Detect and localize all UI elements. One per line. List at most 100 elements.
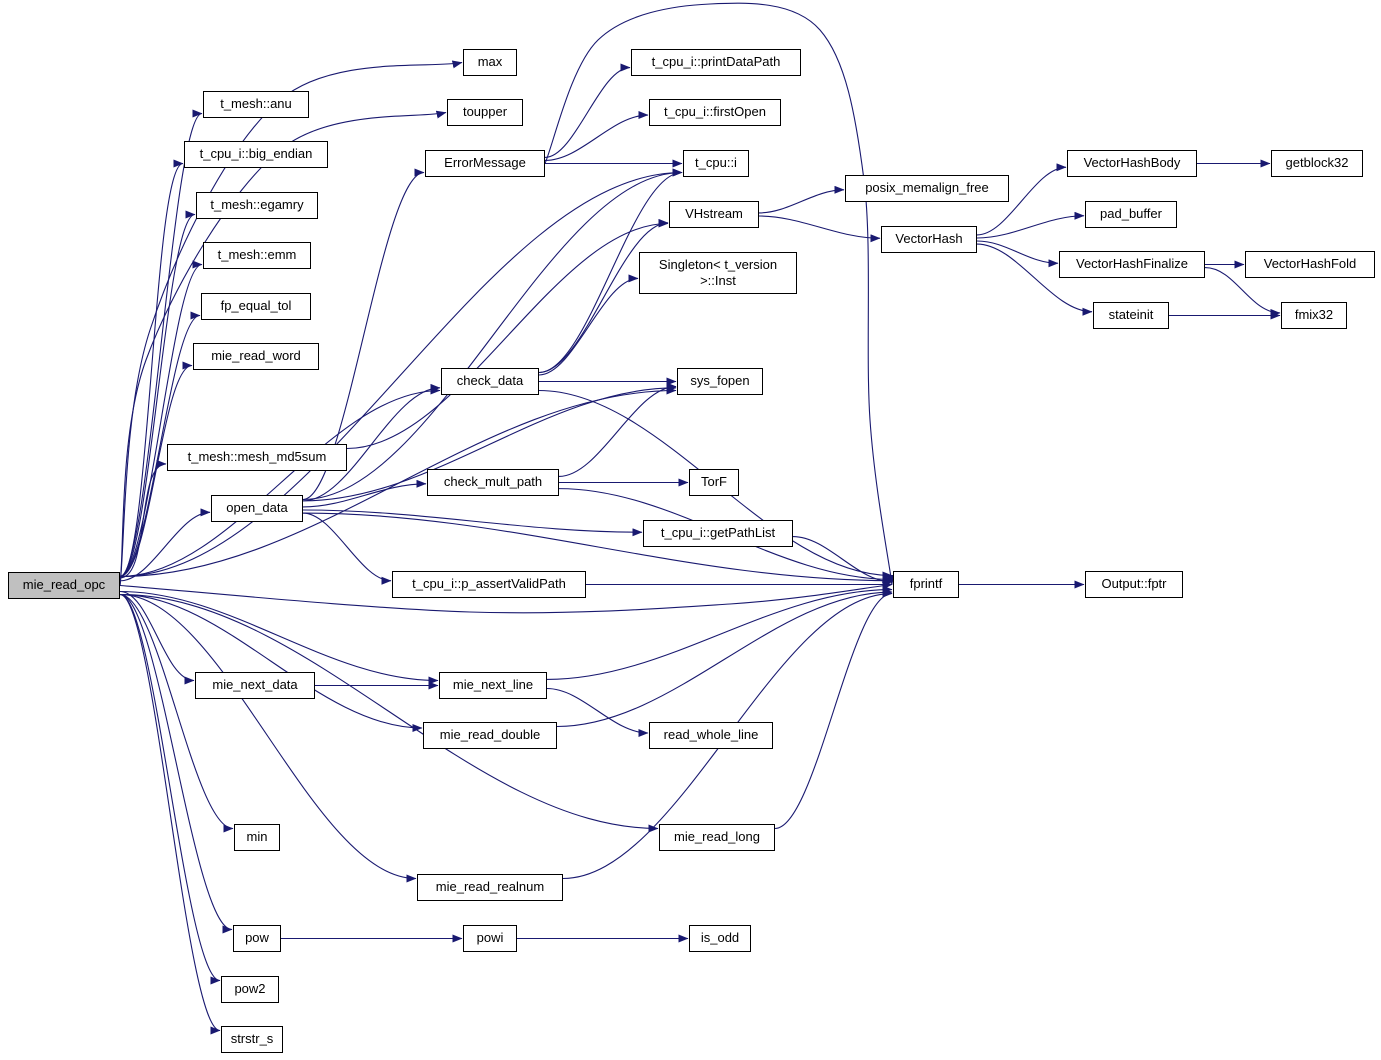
edge-ErrorMessage-to-printDataPath: [544, 63, 631, 158]
graph-node-label: max: [477, 54, 503, 70]
graph-node-read_whole_line[interactable]: read_whole_line: [649, 722, 773, 749]
graph-node-label: pow: [245, 930, 269, 946]
graph-node-label: Singleton< t_version >::Inst: [658, 256, 778, 288]
graph-node-mie_next_data[interactable]: mie_next_data: [195, 672, 315, 699]
graph-node-mie_next_line[interactable]: mie_next_line: [439, 672, 547, 699]
graph-node-label: mie_read_realnum: [435, 879, 545, 895]
graph-node-t_mesh_emm[interactable]: t_mesh::emm: [203, 242, 311, 269]
graph-node-label: fprintf: [909, 576, 943, 592]
graph-node-label: stateinit: [1108, 307, 1154, 323]
edge-mie_read_opc-to-t_mesh_anu: [119, 109, 203, 578]
graph-node-min[interactable]: min: [234, 824, 280, 851]
edge-mie_read_opc-to-fp_equal_tol: [119, 311, 201, 578]
graph-node-label: mie_read_double: [439, 727, 541, 743]
graph-node-label: mie_next_data: [212, 677, 298, 693]
edge-mie_read_opc-to-mie_next_data: [119, 590, 195, 685]
graph-node-mie_read_opc[interactable]: mie_read_opc: [8, 572, 120, 599]
graph-node-strstr_s[interactable]: strstr_s: [221, 1026, 283, 1053]
graph-node-check_mult_path[interactable]: check_mult_path: [427, 469, 559, 496]
edge-mie_read_opc-to-mie_read_long: [119, 593, 659, 833]
graph-node-label: min: [246, 829, 268, 845]
graph-node-t_mesh_egamry[interactable]: t_mesh::egamry: [196, 192, 318, 219]
graph-node-t_cpu_i_big_endian[interactable]: t_cpu_i::big_endian: [184, 141, 328, 168]
graph-node-getPathList[interactable]: t_cpu_i::getPathList: [643, 520, 793, 547]
graph-node-max[interactable]: max: [463, 49, 517, 76]
graph-node-t_cpu_i[interactable]: t_cpu::i: [683, 150, 749, 177]
graph-node-fmix32[interactable]: fmix32: [1281, 302, 1347, 329]
edge-mie_read_opc-to-mie_read_double: [119, 593, 423, 732]
graph-node-TorF[interactable]: TorF: [689, 469, 739, 496]
graph-node-output_fptr[interactable]: Output::fptr: [1085, 571, 1183, 598]
graph-node-sys_fopen[interactable]: sys_fopen: [677, 368, 763, 395]
graph-node-posix_memalign_free[interactable]: posix_memalign_free: [845, 175, 1009, 202]
graph-node-label: fmix32: [1294, 307, 1334, 323]
graph-node-mie_read_double[interactable]: mie_read_double: [423, 722, 557, 749]
graph-node-label: VectorHashFinalize: [1076, 256, 1188, 272]
edge-getPathList-to-fprintf: [792, 536, 893, 586]
graph-node-label: posix_memalign_free: [865, 180, 989, 196]
graph-node-label: mie_read_opc: [22, 577, 106, 593]
edge-mie_read_double-to-fprintf: [556, 588, 893, 728]
graph-node-mie_read_long[interactable]: mie_read_long: [659, 824, 775, 851]
edge-mie_read_opc-to-t_cpu_i_big_endian: [119, 159, 184, 578]
graph-node-label: t_mesh::emm: [217, 247, 297, 263]
edge-open_data-to-t_cpu_i: [302, 168, 683, 501]
graph-node-label: is_odd: [700, 930, 740, 946]
graph-node-stateinit[interactable]: stateinit: [1093, 302, 1169, 329]
graph-node-VectorHashBody[interactable]: VectorHashBody: [1067, 150, 1197, 177]
edge-mie_read_opc-to-toupper: [119, 110, 447, 586]
graph-node-open_data[interactable]: open_data: [211, 495, 303, 522]
edge-mie_read_opc-to-pow2: [119, 593, 221, 985]
graph-node-label: pad_buffer: [1100, 206, 1162, 222]
edge-mie_read_opc-to-check_data: [119, 386, 441, 578]
graph-node-label: VectorHashBody: [1083, 155, 1181, 171]
edge-mie_read_opc-to-open_data: [119, 508, 211, 582]
graph-node-getblock32[interactable]: getblock32: [1271, 150, 1363, 177]
graph-node-ErrorMessage[interactable]: ErrorMessage: [425, 150, 545, 177]
graph-node-firstOpen[interactable]: t_cpu_i::firstOpen: [649, 99, 781, 126]
graph-node-label: Output::fptr: [1101, 576, 1167, 592]
edge-check_data-to-VHstream: [538, 218, 669, 374]
graph-node-VectorHashFold[interactable]: VectorHashFold: [1245, 251, 1375, 278]
graph-node-label: fp_equal_tol: [220, 298, 292, 314]
graph-node-mie_read_word[interactable]: mie_read_word: [193, 343, 319, 370]
graph-node-label: mie_read_long: [673, 829, 760, 845]
graph-node-label: t_mesh::egamry: [210, 197, 304, 213]
edge-check_mult_path-to-sys_fopen: [558, 382, 677, 477]
graph-node-printDataPath[interactable]: t_cpu_i::printDataPath: [631, 49, 801, 76]
graph-node-fp_equal_tol[interactable]: fp_equal_tol: [201, 293, 311, 320]
graph-node-singleton_inst[interactable]: Singleton< t_version >::Inst: [639, 252, 797, 294]
graph-node-powi[interactable]: powi: [463, 925, 517, 952]
edge-open_data-to-check_mult_path: [302, 479, 427, 508]
graph-node-label: mie_read_word: [211, 348, 301, 364]
edge-mie_read_opc-to-strstr_s: [119, 593, 221, 1035]
edge-mie_read_opc-to-fprintf: [119, 581, 893, 614]
graph-node-toupper[interactable]: toupper: [447, 99, 523, 126]
graph-node-t_mesh_mesh_md5sum[interactable]: t_mesh::mesh_md5sum: [167, 444, 347, 471]
graph-node-label: read_whole_line: [663, 727, 759, 743]
graph-node-pow2[interactable]: pow2: [221, 976, 279, 1003]
graph-node-t_mesh_anu[interactable]: t_mesh::anu: [203, 91, 309, 118]
graph-node-label: t_cpu_i::printDataPath: [651, 54, 781, 70]
graph-node-VectorHashFinalize[interactable]: VectorHashFinalize: [1059, 251, 1205, 278]
edge-open_data-to-sys_fopen: [302, 383, 677, 502]
graph-node-label: check_data: [456, 373, 524, 389]
graph-node-mie_read_realnum[interactable]: mie_read_realnum: [417, 874, 563, 901]
edge-mie_read_opc-to-t_mesh_emm: [119, 260, 203, 578]
graph-node-label: check_mult_path: [443, 474, 543, 490]
graph-node-VHstream[interactable]: VHstream: [669, 201, 759, 228]
graph-node-pad_buffer[interactable]: pad_buffer: [1085, 201, 1177, 228]
graph-node-fprintf[interactable]: fprintf: [893, 571, 959, 598]
graph-node-VectorHash[interactable]: VectorHash: [881, 226, 977, 253]
graph-node-label: toupper: [462, 104, 508, 120]
graph-node-label: pow2: [234, 981, 266, 997]
graph-node-pow[interactable]: pow: [233, 925, 281, 952]
graph-node-label: VHstream: [685, 206, 743, 222]
graph-node-label: ErrorMessage: [444, 155, 526, 171]
graph-node-is_odd[interactable]: is_odd: [689, 925, 751, 952]
graph-node-label: powi: [476, 930, 504, 946]
graph-node-check_data[interactable]: check_data: [441, 368, 539, 395]
edge-mie_read_long-to-fprintf: [774, 589, 893, 830]
graph-node-p_assertValidPath[interactable]: t_cpu_i::p_assertValidPath: [392, 571, 586, 598]
graph-node-label: TorF: [701, 474, 727, 490]
